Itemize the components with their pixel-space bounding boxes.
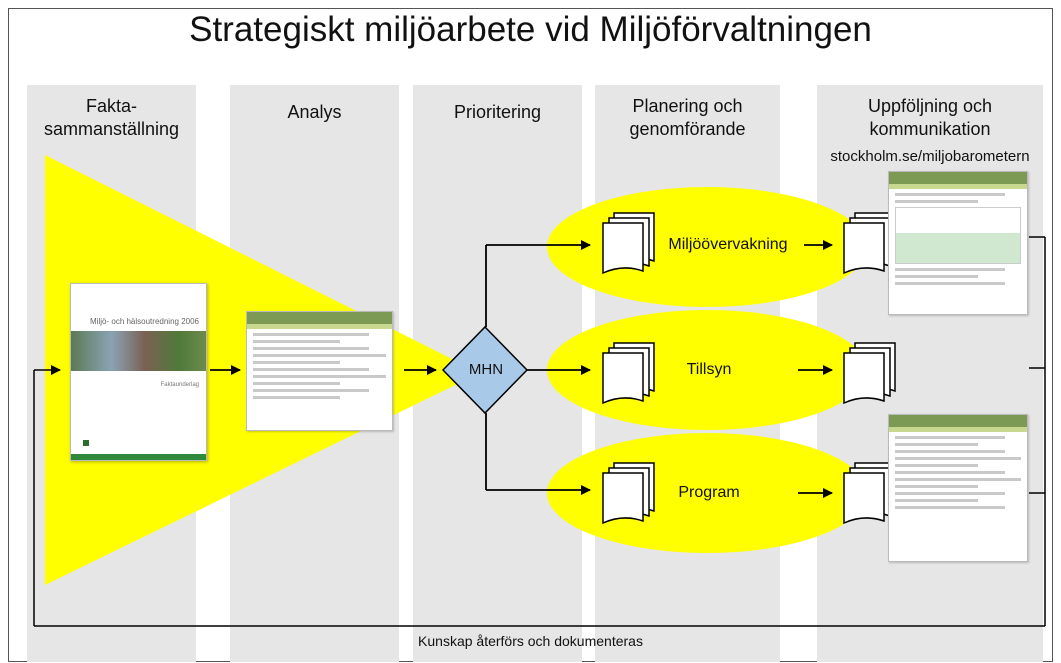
analysis-screenshot-thumbnail: [246, 311, 393, 431]
feedback-caption: Kunskap återförs och dokumenteras: [418, 633, 643, 649]
document-stack-icon: [602, 462, 655, 525]
thumbnail-line: [895, 471, 1006, 474]
document-stack-icon: [602, 212, 655, 275]
thumbnail-line: [895, 450, 1006, 453]
thumbnail-line: [253, 368, 369, 371]
document-stack-icon: [602, 342, 655, 405]
thumbnail-line: [895, 282, 1006, 285]
thumbnail-line: [253, 382, 340, 385]
thumbnail-header: [889, 172, 1027, 184]
thumbnail-line: [253, 361, 340, 364]
report-title: Miljö- och hälsoutredning 2006: [90, 317, 199, 326]
thumbnail-line: [895, 436, 1006, 439]
thumbnail-line: [895, 200, 978, 203]
diagram-title: Strategiskt miljöarbete vid Miljöförvalt…: [189, 10, 872, 49]
barometer-screenshot-thumbnail: [888, 171, 1028, 315]
column-header-prioritering: Prioritering: [453, 102, 542, 122]
decision-diamond: [441, 325, 529, 415]
column-header-line: Uppföljning och: [867, 96, 993, 116]
thumbnail-line: [895, 485, 978, 488]
thumbnail-line: [253, 375, 386, 378]
thumbnail-line: [895, 499, 978, 502]
output-label-program: Program: [678, 484, 740, 501]
program-screenshot-thumbnail: [888, 414, 1028, 562]
report-thumbnail: Miljö- och hälsoutredning 2006 Faktaunde…: [70, 283, 207, 461]
report-footer-stripe: [71, 454, 206, 460]
thumbnail-subheader: [889, 427, 1027, 432]
column-header-fakta: Fakta- sammanställning: [27, 95, 196, 141]
thumbnail-line: [253, 396, 340, 399]
logo-icon: [83, 440, 92, 446]
thumbnail-header: [247, 312, 392, 324]
document-stack-icon: [843, 212, 896, 275]
report-photo: [71, 331, 206, 371]
column-header-analys: Analys: [287, 102, 342, 122]
thumbnail-subheader: [889, 184, 1027, 189]
thumbnail-line: [253, 333, 369, 336]
column-header-line: kommunikation: [869, 119, 991, 139]
column-header-line: Fakta-: [85, 96, 137, 116]
thumbnail-line: [253, 347, 369, 350]
document-stack-icon: [843, 462, 896, 525]
thumbnail-header: [889, 415, 1027, 427]
thumbnail-line: [895, 268, 1006, 271]
thumbnail-line: [253, 389, 369, 392]
url-label: stockholm.se/miljobarometern: [830, 148, 1030, 165]
thumbnail-line: [895, 478, 1021, 481]
column-header-line: genomförande: [629, 119, 746, 139]
column-header-line: sammanställning: [43, 119, 180, 139]
document-stack-icon: [843, 342, 896, 405]
thumbnail-line: [895, 193, 1006, 196]
column-header-uppfoljning: Uppföljning och kommunikation: [817, 95, 1043, 141]
thumbnail-subheader: [247, 324, 392, 329]
thumbnail-line: [895, 275, 978, 278]
thumbnail-line: [895, 464, 978, 467]
column-header-planering: Planering och genomförande: [595, 95, 780, 141]
decision-node-label: MHN: [468, 361, 504, 378]
output-label-tillsyn: Tillsyn: [686, 361, 732, 378]
report-subtitle: Faktaunderlag: [160, 382, 199, 388]
thumbnail-line: [895, 443, 978, 446]
thumbnail-line: [895, 492, 1006, 495]
thumbnail-line: [253, 340, 340, 343]
thumbnail-line: [253, 354, 386, 357]
thumbnail-chart: [895, 207, 1021, 264]
thumbnail-line: [895, 457, 1021, 460]
ellipse-tillsyn: [547, 310, 867, 430]
output-label-miljoovervakning: Miljöövervakning: [668, 236, 788, 253]
column-header-line: Planering och: [632, 96, 743, 116]
thumbnail-line: [895, 506, 1006, 509]
